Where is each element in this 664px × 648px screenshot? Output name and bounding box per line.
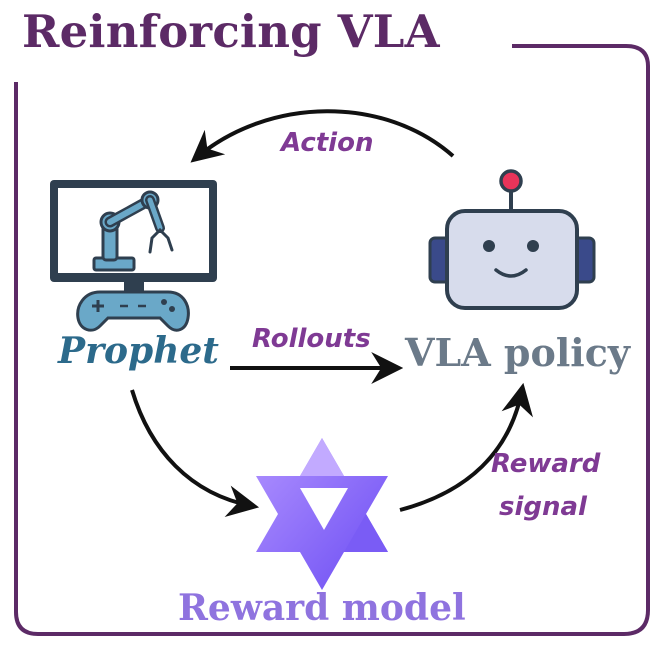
hexagram-logo-icon <box>256 438 388 590</box>
prophet-to-reward-arrow <box>130 389 260 517</box>
reward-signal-label-line1: Reward <box>491 449 601 479</box>
reward-model-label: Reward model <box>178 587 466 629</box>
action-label: Action <box>281 128 374 158</box>
diagram-title: Reinforcing VLA <box>22 5 440 58</box>
vla-policy-label: VLA policy <box>405 330 630 375</box>
robot-arm-monitor-icon <box>50 180 217 332</box>
reward-signal-arrow <box>399 382 533 512</box>
reward-signal-label-line2: signal <box>499 492 587 522</box>
prophet-label: Prophet <box>58 330 219 372</box>
frame-border <box>14 44 650 636</box>
action-arrow <box>190 109 455 163</box>
robot-head-icon <box>428 169 596 310</box>
rollouts-label: Rollouts <box>252 324 371 354</box>
